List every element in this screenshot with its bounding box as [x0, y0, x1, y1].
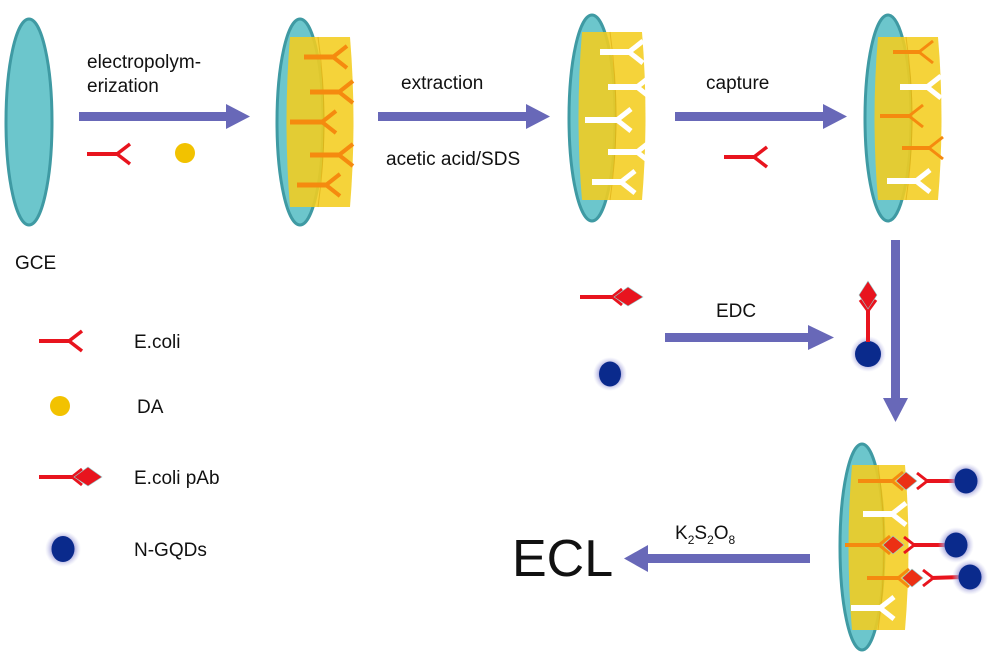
step-capture-label: capture [706, 73, 769, 94]
captured-ecoli [880, 103, 924, 129]
legend: E.coli DA E.coli pAb N-GQDs [39, 329, 220, 567]
legend-ecoli-pab-icon [39, 466, 103, 487]
empty-cavity [900, 74, 943, 100]
arrow-ecl [624, 545, 810, 572]
step-edc-label: EDC [716, 301, 756, 322]
bound-template-antigen [310, 79, 355, 105]
legend-label-ngqds: N-GQDs [134, 540, 207, 561]
arrow-down-to-labeling [883, 240, 908, 422]
step-extraction-reagent: acetic acid/SDS [386, 149, 520, 170]
ecoli-target-icon [724, 145, 769, 169]
step-electropolymerization-line2: erization [87, 76, 159, 97]
legend-label-ecoli-pab: E.coli pAb [134, 468, 220, 489]
captured-mixed-group [880, 39, 944, 194]
reagent-k2s2o8: K2S2O8 [675, 523, 736, 547]
legend-label-da: DA [137, 397, 164, 418]
legend-da-icon [50, 396, 70, 416]
captured-ecoli [902, 135, 944, 161]
arrow-capture [675, 104, 847, 129]
da-monomer-icon [175, 143, 195, 163]
captured-ecoli [893, 39, 934, 65]
bound-template-group [290, 44, 355, 198]
legend-ecoli-icon [39, 329, 84, 353]
empty-cavity [887, 168, 932, 194]
empty-cavity-group [585, 39, 653, 195]
arrow-extraction [378, 104, 550, 129]
arrow-electropolymerization [79, 104, 250, 129]
ecl-output-label: ECL [512, 530, 613, 588]
pab-reagent-icon [580, 286, 644, 307]
empty-cavity [863, 501, 908, 527]
bound-template-antigen [290, 109, 338, 135]
arrow-edc [665, 325, 834, 350]
sandwich-complex [845, 527, 974, 563]
bound-template-antigen [310, 142, 355, 168]
pab-ngqd-conjugate-icon [850, 280, 886, 372]
bound-template-antigen [297, 172, 342, 198]
ngqd-reagent-icon [593, 357, 627, 391]
legend-ngqd-icon [45, 531, 81, 567]
empty-cavity [608, 139, 653, 165]
empty-cavity [585, 107, 633, 133]
empty-cavity [851, 595, 896, 621]
legend-label-ecoli: E.coli [134, 332, 180, 353]
bound-template-antigen [304, 44, 349, 70]
empty-cavity [592, 169, 637, 195]
sandwich-complex-group [845, 463, 988, 621]
empty-cavity [600, 39, 645, 65]
ecoli-template-icon [87, 142, 132, 166]
bare-gce-electrode [4, 17, 54, 227]
gce-label: GCE [15, 253, 56, 274]
step-electropolymerization-line1: electropolym- [87, 52, 201, 73]
step-extraction-label: extraction [401, 73, 483, 94]
sandwich-complex [867, 559, 988, 595]
empty-cavity [608, 74, 653, 100]
sandwich-complex [858, 463, 984, 499]
